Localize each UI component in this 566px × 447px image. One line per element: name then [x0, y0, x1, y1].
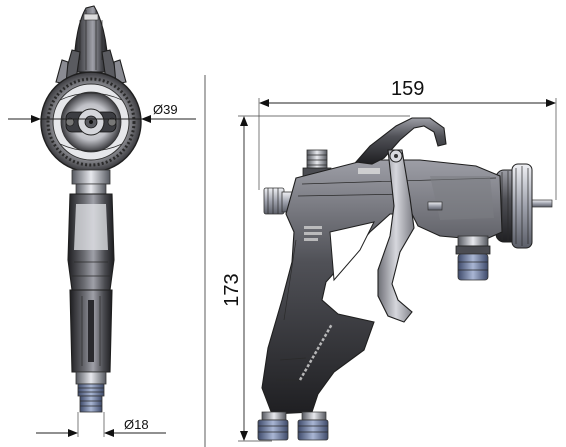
dimension-label-inlet-diameter: Ø18 [124, 417, 149, 432]
side-air-inlet [257, 411, 329, 441]
side-top-connector [302, 149, 332, 177]
dimension-label-height: 173 [221, 273, 243, 306]
dimension-overall-height: 173 [221, 115, 410, 442]
front-air-inlet [75, 371, 107, 413]
side-trigger [377, 149, 415, 323]
body-markings [298, 168, 380, 381]
dimension-label-cap-diameter: Ø39 [153, 102, 178, 117]
side-front-adjuster [427, 201, 443, 211]
front-body [67, 169, 115, 373]
dimension-overall-length: 159 [258, 78, 557, 200]
side-air-cap [495, 163, 533, 249]
side-fluid-outlet [455, 235, 491, 281]
dimension-label-length: 159 [391, 78, 424, 100]
dimension-air-inlet-diameter: Ø18 [36, 412, 166, 437]
side-gun-body [261, 159, 503, 415]
dimension-air-cap-diameter: Ø39 [8, 102, 196, 123]
air-cap-ring [40, 71, 142, 173]
front-view [40, 5, 142, 413]
side-view [257, 117, 553, 441]
